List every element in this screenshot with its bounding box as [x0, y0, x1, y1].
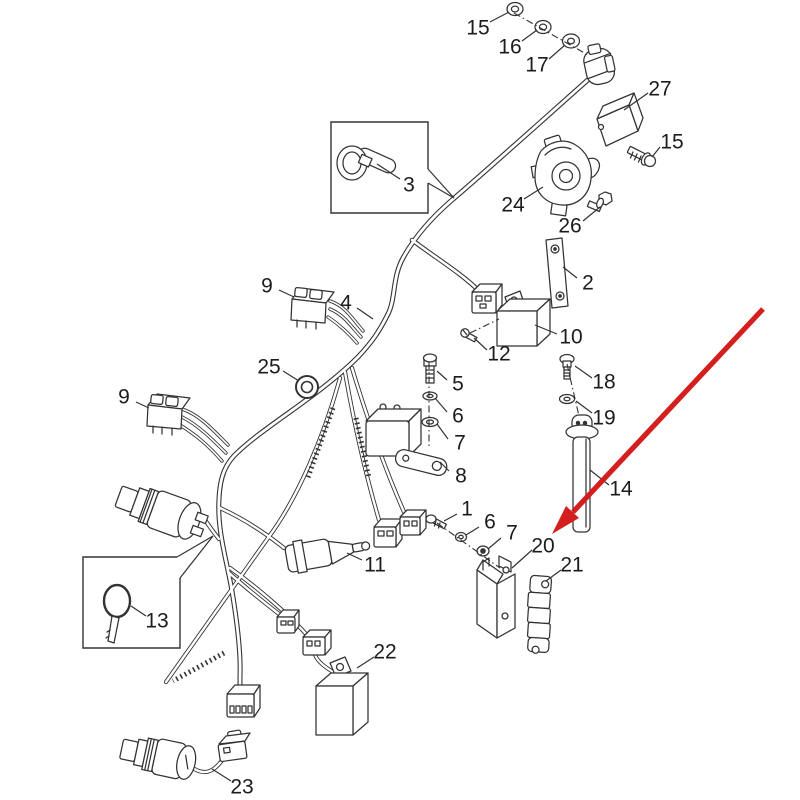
part-washer-7-mid	[421, 416, 439, 428]
red-pointer-arrow	[552, 307, 765, 534]
part-number-label: 24	[501, 194, 525, 217]
part-number-label: 18	[592, 371, 615, 394]
part-rectifier-box	[365, 403, 422, 457]
part-number-labels: 1234566778991011121314151516171819202122…	[118, 17, 684, 799]
part-stop-switch-top	[583, 43, 616, 86]
part-number-label: 7	[454, 432, 466, 455]
part-number-label: 19	[592, 407, 615, 430]
part-number-label: 25	[257, 356, 280, 379]
leader-lines	[130, 11, 661, 782]
part-number-label: 4	[340, 292, 352, 315]
part-number-label: 16	[498, 36, 521, 59]
part-number-label: 10	[559, 326, 582, 349]
part-harness-connector-top	[471, 283, 503, 314]
part-main-connector	[226, 684, 261, 718]
part-bracket-8	[394, 449, 448, 477]
inset-box-part-3	[330, 121, 455, 214]
part-key-13	[102, 583, 132, 644]
part-number-label: 15	[660, 131, 683, 154]
part-number-label: 5	[452, 373, 464, 396]
part-number-label: 7	[506, 522, 518, 545]
part-magneto-24	[530, 134, 601, 217]
part-bracket-20	[476, 555, 516, 639]
part-number-label: 20	[531, 535, 554, 558]
part-number-label: 6	[452, 405, 464, 428]
assembly-axes	[428, 12, 589, 569]
part-number-label: 3	[403, 174, 415, 197]
part-nut-16	[534, 19, 552, 35]
part-washer-17	[561, 33, 581, 49]
part-number-label: 8	[455, 465, 467, 488]
part-number-label: 27	[648, 78, 671, 101]
part-grommet-25	[295, 375, 319, 399]
part-fuse-holder-21	[526, 574, 553, 654]
part-number-label: 23	[230, 776, 253, 799]
part-washer-6-low	[454, 531, 468, 543]
part-number-label: 2	[582, 272, 594, 295]
part-screw-26	[586, 191, 613, 213]
part-connector-23	[217, 729, 251, 763]
part-number-label: 21	[560, 554, 583, 577]
part-cdi-unit-27	[596, 92, 644, 147]
part-screw-15-right	[626, 145, 657, 168]
part-number-label: 9	[261, 275, 273, 298]
part-relay-10	[496, 290, 551, 347]
part-number-label: 1	[461, 498, 473, 521]
part-nut-15-top	[506, 1, 524, 17]
part-relay-22	[315, 656, 369, 736]
part-connector-b	[399, 509, 427, 536]
part-number-label: 15	[466, 17, 489, 40]
part-number-label: 26	[558, 215, 581, 238]
part-bolt-5	[422, 353, 438, 384]
part-ignition-switch-23	[119, 737, 197, 780]
harness-cables	[163, 75, 593, 775]
part-number-label: 13	[145, 610, 168, 633]
part-switch-9-top	[290, 286, 335, 330]
part-number-label: 14	[609, 478, 633, 501]
part-sensor-11	[284, 538, 371, 574]
part-screw-18	[559, 353, 575, 380]
part-nut-7-low	[476, 545, 490, 557]
part-number-label: 17	[525, 54, 548, 77]
part-washer-19	[558, 393, 576, 405]
part-number-label: 11	[364, 554, 386, 577]
part-connector-22	[302, 629, 332, 656]
part-choke-knob-3	[336, 145, 397, 181]
part-switch-9-left	[146, 393, 191, 436]
inset-box-part-13	[82, 535, 214, 649]
part-number-label: 22	[373, 641, 396, 664]
part-number-label: 12	[487, 343, 510, 366]
part-number-label: 9	[118, 386, 130, 409]
part-number-label: 6	[484, 511, 496, 534]
cable-rib-texture	[171, 407, 372, 684]
part-branch-connector	[276, 609, 300, 634]
part-bracket-2	[545, 237, 569, 309]
part-connector-a	[373, 518, 403, 548]
part-ignition-switch	[114, 485, 209, 540]
part-screw-1	[425, 514, 448, 530]
